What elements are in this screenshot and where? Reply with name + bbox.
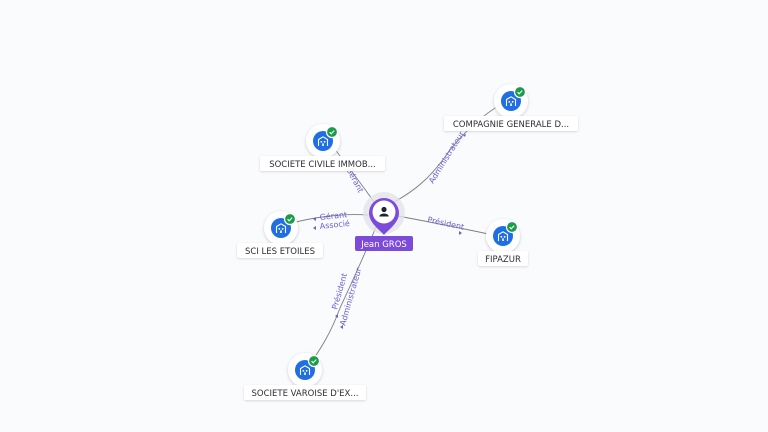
edge-arrow-icon: [463, 134, 466, 137]
edge-arrow-icon: [313, 217, 316, 221]
edge-arrow-icon: [459, 231, 462, 235]
company-label[interactable]: FIPAZUR: [485, 255, 521, 265]
company-node-varoise[interactable]: SOCIETE VAROISE D'EX...: [244, 353, 366, 400]
company-node-sci-civile[interactable]: SOCIETE CIVILE IMMOB...: [260, 124, 385, 171]
verified-badge-icon: [513, 85, 527, 99]
person-name[interactable]: Jean GROS: [360, 240, 407, 250]
edge-label-administrateur-compagnie: Administrateur: [427, 129, 467, 185]
edge-compagnie[interactable]: [385, 99, 509, 207]
person-icon: [379, 206, 389, 217]
person-label-bg: [355, 236, 413, 251]
edge-arrow-icon: [313, 226, 316, 230]
edge-arrow-icon: [335, 314, 338, 318]
verified-badge-icon: [505, 220, 519, 234]
company-label[interactable]: COMPAGNIE GENERALE D...: [453, 120, 569, 130]
edge-label-associe-sci-etoiles: Associé: [319, 218, 350, 231]
company-node-sci-etoiles[interactable]: SCI LES ETOILES: [237, 211, 323, 258]
edge-label-president-fipazur: Président: [427, 214, 466, 232]
company-label[interactable]: SOCIETE VAROISE D'EX...: [251, 389, 358, 399]
verified-badge-icon: [325, 125, 339, 139]
verified-badge-icon: [307, 354, 321, 368]
person-node[interactable]: Jean GROS: [355, 192, 413, 251]
edge-arrow-icon: [340, 325, 343, 329]
company-label[interactable]: SOCIETE CIVILE IMMOB...: [269, 160, 376, 170]
company-node-compagnie[interactable]: COMPAGNIE GENERALE D...: [444, 84, 578, 131]
verified-badge-icon: [283, 212, 297, 226]
company-node-fipazur[interactable]: FIPAZUR: [478, 219, 528, 266]
edge-label-gerant-sci-etoiles: Gérant: [319, 209, 347, 222]
company-label[interactable]: SCI LES ETOILES: [245, 247, 315, 257]
